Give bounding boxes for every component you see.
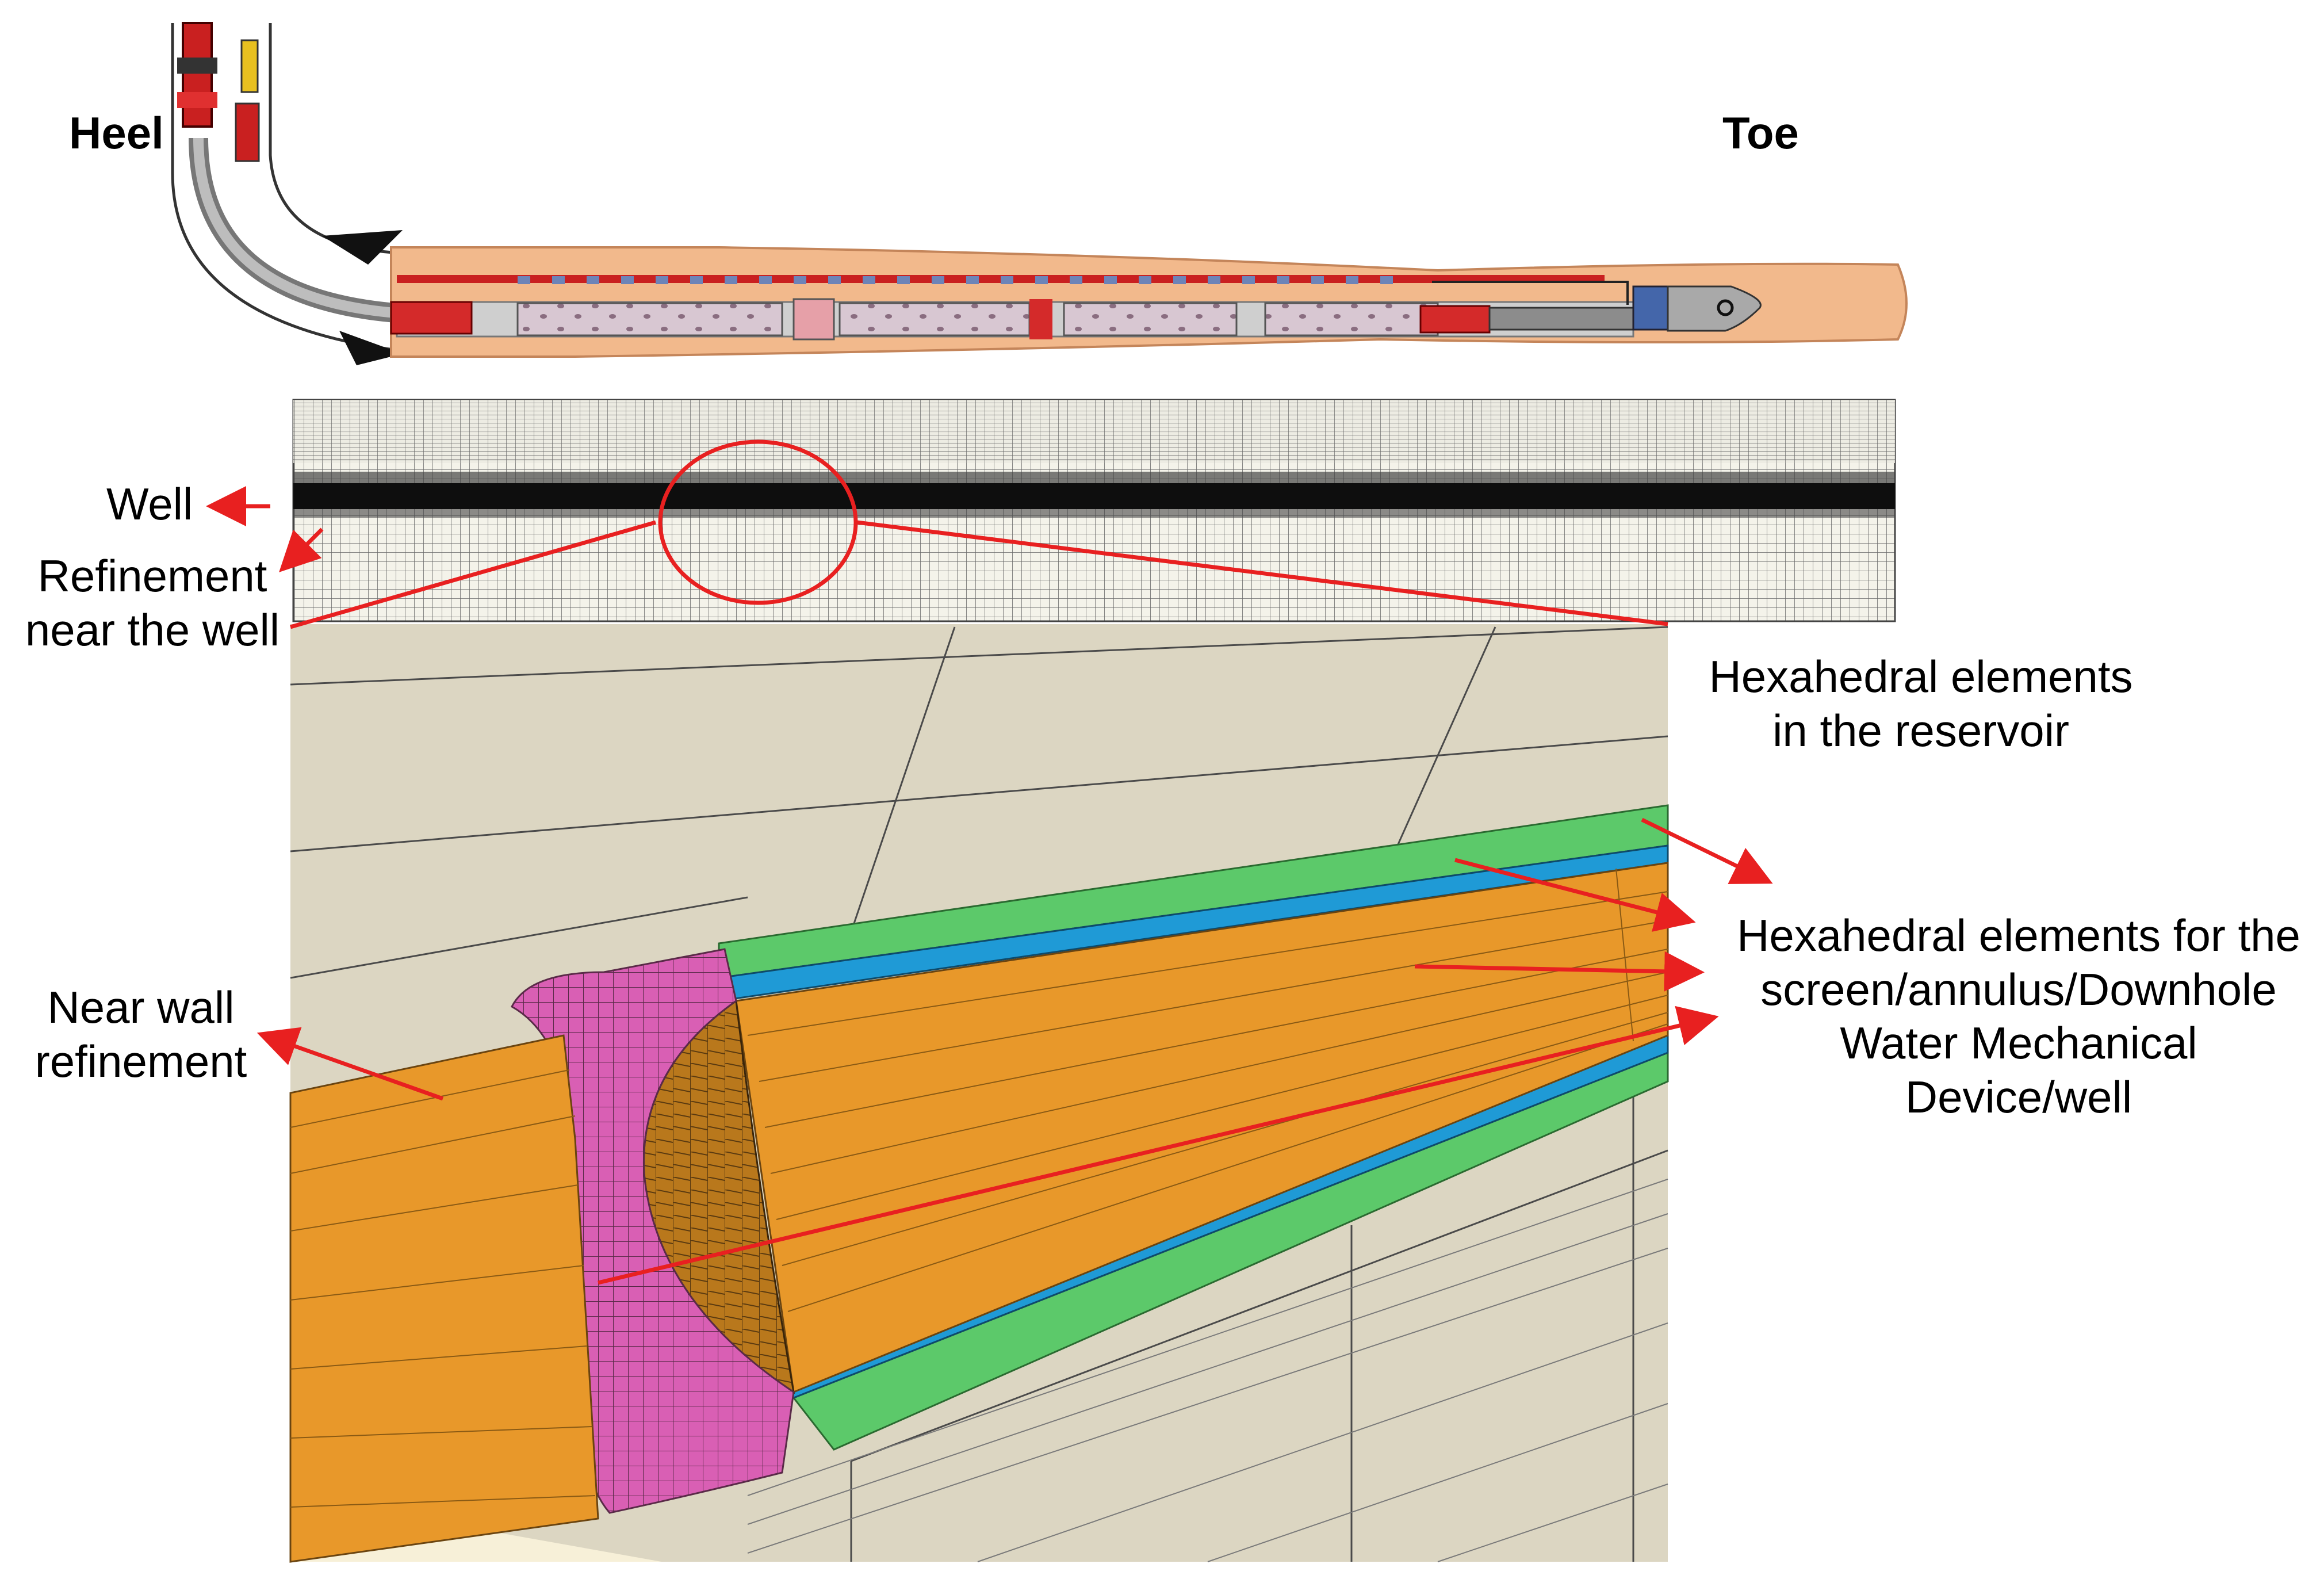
refinement-arrow	[279, 527, 324, 572]
label-hex-screen-line2: screen/annulus/Downhole	[1760, 964, 2277, 1015]
screen-joint-2	[839, 302, 1031, 337]
wellbore-outer-right	[269, 23, 403, 255]
toe-tool	[1488, 307, 1640, 331]
screen-arrow-1	[1454, 858, 1696, 932]
flow-arrow-lower	[339, 331, 403, 365]
label-near-wall: Near wall refinement	[17, 981, 265, 1088]
reservoir-element-lines	[290, 626, 1668, 1562]
label-refinement-line1: Refinement	[37, 550, 267, 601]
label-near-wall-line2: refinement	[35, 1035, 247, 1087]
label-refinement-line2: near the well	[25, 604, 280, 655]
well-dense-band	[293, 483, 1895, 509]
label-near-wall-line1: Near wall	[47, 982, 235, 1033]
label-hex-screen-line4: Device/well	[1905, 1071, 2132, 1122]
label-hex-reservoir-line1: Hexahedral elements	[1709, 651, 2133, 702]
label-hex-screen-line3: Water Mechanical	[1840, 1018, 2197, 1069]
wellhead-equipment	[182, 22, 213, 128]
label-toe: Toe	[1722, 108, 1799, 158]
label-well: Well	[106, 479, 193, 529]
screen-joint-3	[1063, 302, 1238, 337]
well-schematic	[171, 22, 1908, 365]
label-hex-screen: Hexahedral elements for the screen/annul…	[1720, 909, 2318, 1124]
zoom-circle	[658, 439, 858, 605]
label-refinement: Refinement near the well	[17, 549, 288, 657]
screen-joint-4	[1264, 302, 1439, 337]
label-heel: Heel	[69, 108, 164, 158]
screen-joint-1	[516, 302, 783, 337]
toe-tip	[1667, 285, 1762, 332]
reservoir-element-arrow	[1641, 817, 1773, 884]
zoom-leader-right	[856, 520, 1668, 626]
label-hex-reservoir-line2: in the reservoir	[1772, 705, 2069, 756]
screen-arrow-2	[1414, 951, 1705, 992]
label-hex-reservoir: Hexahedral elements in the reservoir	[1668, 650, 2174, 758]
mesh-3d-view	[289, 624, 1669, 1563]
annotation-arrows	[206, 486, 1773, 1285]
wellbore-outer-left	[171, 23, 403, 353]
zoom-leader-left	[290, 520, 656, 629]
mesh-2d-view	[292, 399, 1896, 622]
near-wall-arrow	[256, 1027, 444, 1101]
pipe-front	[289, 1034, 599, 1563]
flow-arrow-upper	[322, 230, 403, 265]
label-hex-screen-line1: Hexahedral elements for the	[1737, 910, 2300, 961]
screen-arrow-3	[598, 1005, 1719, 1285]
